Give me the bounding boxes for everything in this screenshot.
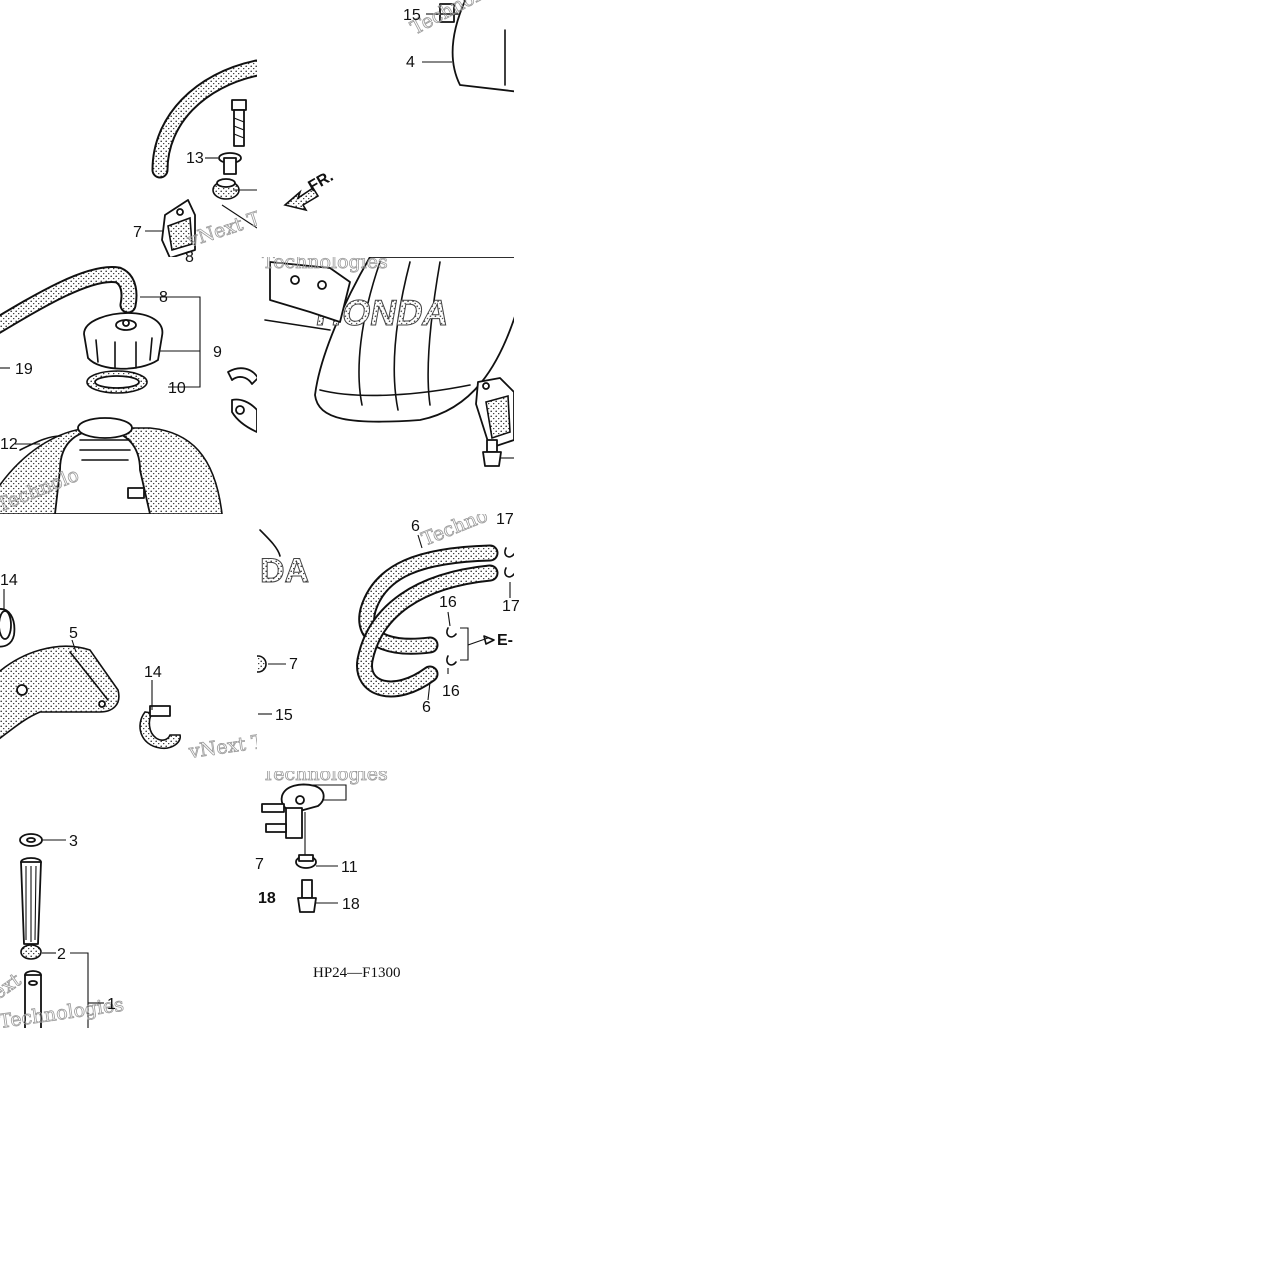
fuel-tank-top [0, 417, 223, 514]
bracket-5 [0, 645, 120, 740]
collar-13 [218, 152, 242, 175]
callout-18: 18 [342, 896, 360, 913]
splined-shaft [20, 857, 42, 945]
callout-17: 17 [496, 511, 514, 528]
hose-clips-16 [446, 627, 457, 666]
callout-5: 5 [69, 625, 78, 642]
watermark: Technologies [262, 251, 388, 273]
tile-bracket: vNext Tec [0, 589, 286, 763]
callout-19: 19 [15, 361, 33, 378]
watermark: ext [0, 969, 25, 1004]
tile-fuel-hoses: DA Techno [257, 504, 514, 701]
cap-gasket [86, 370, 148, 394]
buckle-latch [475, 377, 514, 449]
tile-breather: vNext Tec [151, 59, 283, 257]
tile-fuel-cap: Technolo [0, 265, 257, 514]
callout-8: 8 [159, 289, 168, 306]
callout-11: 11 [341, 859, 358, 876]
callout-18: 18 [258, 890, 276, 907]
callout-16: 16 [439, 594, 457, 611]
callout-12: 12 [0, 436, 18, 453]
callout-13: 13 [186, 150, 204, 167]
callout-17: 17 [502, 598, 520, 615]
reference-label: E- [497, 632, 513, 649]
watermark: Technologies [262, 763, 388, 785]
bolt-11 [295, 854, 317, 869]
callout-14: 14 [0, 572, 18, 589]
callout-4: 4 [406, 54, 415, 71]
rear-fender [314, 257, 514, 423]
part-code: HP24—F1300 [313, 965, 401, 981]
callout-6: 6 [411, 518, 420, 535]
callout-6: 6 [422, 699, 431, 716]
fender-edge [451, 0, 514, 93]
callout-1: 1 [107, 996, 116, 1013]
callout-7: 7 [133, 224, 142, 241]
tile-rear-fender: Technologies FR. [283, 0, 514, 212]
watermark: Techno [419, 504, 491, 550]
bolt-13-upper [231, 99, 247, 147]
washer-3 [19, 833, 43, 847]
callout-16: 16 [442, 683, 460, 700]
callout-14: 14 [144, 664, 162, 681]
collar-2 [20, 944, 42, 960]
watermark: vNext Tec [187, 728, 286, 763]
tile-fender-brand: HONDA Technologies [262, 251, 514, 467]
fuel-cap [83, 312, 164, 370]
front-arrow: FR. [283, 168, 336, 212]
strap-clip [227, 367, 257, 433]
petcock-nut-7 [257, 655, 267, 673]
callout-3: 3 [69, 833, 78, 850]
callout-7: 7 [289, 656, 298, 673]
clamp-14-top [0, 608, 16, 648]
shaft-1 [24, 970, 42, 1028]
callout-7: 7 [255, 856, 264, 873]
callout-9: 9 [213, 344, 222, 361]
callout-8: 8 [185, 249, 194, 266]
bolt-15 [439, 3, 455, 23]
bolt-18 [297, 879, 317, 913]
clamp-14 [139, 705, 182, 750]
callout-15: 15 [275, 707, 293, 724]
watermark: vNext Tec [184, 201, 283, 252]
brand-mark: DA [260, 552, 309, 590]
bracket-7 [161, 199, 196, 257]
flange-bolt [482, 439, 502, 467]
fender-bracket [264, 261, 351, 331]
grommet [212, 178, 240, 200]
fuel-valve [261, 783, 325, 839]
callout-10: 10 [168, 380, 186, 397]
tile-fuel-valve: Technologies [261, 763, 388, 913]
callout-2: 2 [57, 946, 66, 963]
tile-shaft: ext Technologies [0, 833, 126, 1028]
callout-15: 15 [403, 7, 421, 24]
hose-clips-17 [504, 547, 514, 578]
